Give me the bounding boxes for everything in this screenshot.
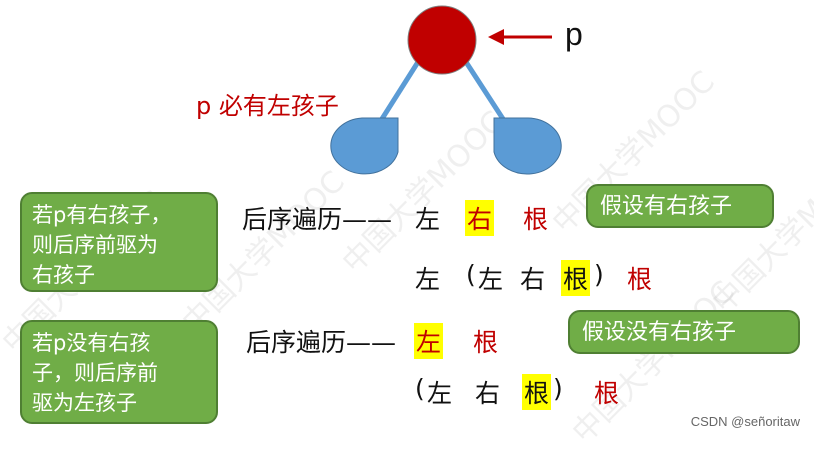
left-child-node xyxy=(330,117,399,175)
case1-seq1-root: 根 xyxy=(523,205,549,234)
case1-seq2-open: ( xyxy=(466,260,476,289)
case2-seq2-root: 根 xyxy=(594,379,620,408)
callout-line: 驱为左孩子 xyxy=(32,391,137,415)
right-child-node xyxy=(493,117,562,175)
callout-line: 则后序前驱为 xyxy=(32,233,158,257)
root-node-p xyxy=(407,5,477,75)
case1-seq2-inner-right: 右 xyxy=(520,265,546,294)
pointer-arrow-head xyxy=(488,29,504,45)
case2-seq2-inner-left: 左 xyxy=(427,379,453,408)
case2-callout-right: 假设没有右孩子 xyxy=(568,310,800,354)
tree-diagram xyxy=(330,5,562,175)
case1-seq1-left: 左 xyxy=(415,205,441,234)
callout-text: 假设没有右孩子 xyxy=(582,320,737,345)
pointer-label: p xyxy=(565,16,583,52)
right-edge xyxy=(463,60,508,124)
callout-line: 右孩子 xyxy=(32,263,95,287)
case1-label: 后序遍历—— xyxy=(242,205,393,234)
case1-seq2-root: 根 xyxy=(627,265,653,294)
case2-label: 后序遍历—— xyxy=(246,328,397,357)
left-child-note: p 必有左孩子 xyxy=(196,92,339,120)
callout-line: 若p有右孩子， xyxy=(32,203,172,227)
csdn-credit: CSDN @señoritaw xyxy=(690,414,800,429)
case2-seq2-close: ) xyxy=(553,374,563,403)
callout-text: 假设有右孩子 xyxy=(600,194,733,219)
callout-line: 若p没有右孩 xyxy=(32,331,151,355)
callout-line: 子，则后序前 xyxy=(32,361,158,385)
case1-callout-left: 若p有右孩子， 则后序前驱为 右孩子 xyxy=(20,192,218,292)
case2-callout-left: 若p没有右孩 子，则后序前 驱为左孩子 xyxy=(20,320,218,424)
case1-seq2-close: ) xyxy=(594,260,604,289)
case1-seq2-inner-left: 左 xyxy=(478,265,504,294)
case1-seq2-inner-root-highlight: 根 xyxy=(561,260,591,296)
case1-seq1-right-highlight: 右 xyxy=(465,200,495,236)
case2-seq1-left-highlight: 左 xyxy=(414,323,444,359)
case1-seq2-left: 左 xyxy=(415,265,441,294)
left-edge xyxy=(377,60,421,124)
case2-seq2-open: ( xyxy=(415,374,425,403)
case2-seq2-inner-right: 右 xyxy=(475,379,501,408)
case2-seq1-root: 根 xyxy=(473,328,499,357)
case1-callout-right: 假设有右孩子 xyxy=(586,184,774,228)
case2-seq2-inner-root-highlight: 根 xyxy=(522,374,552,410)
